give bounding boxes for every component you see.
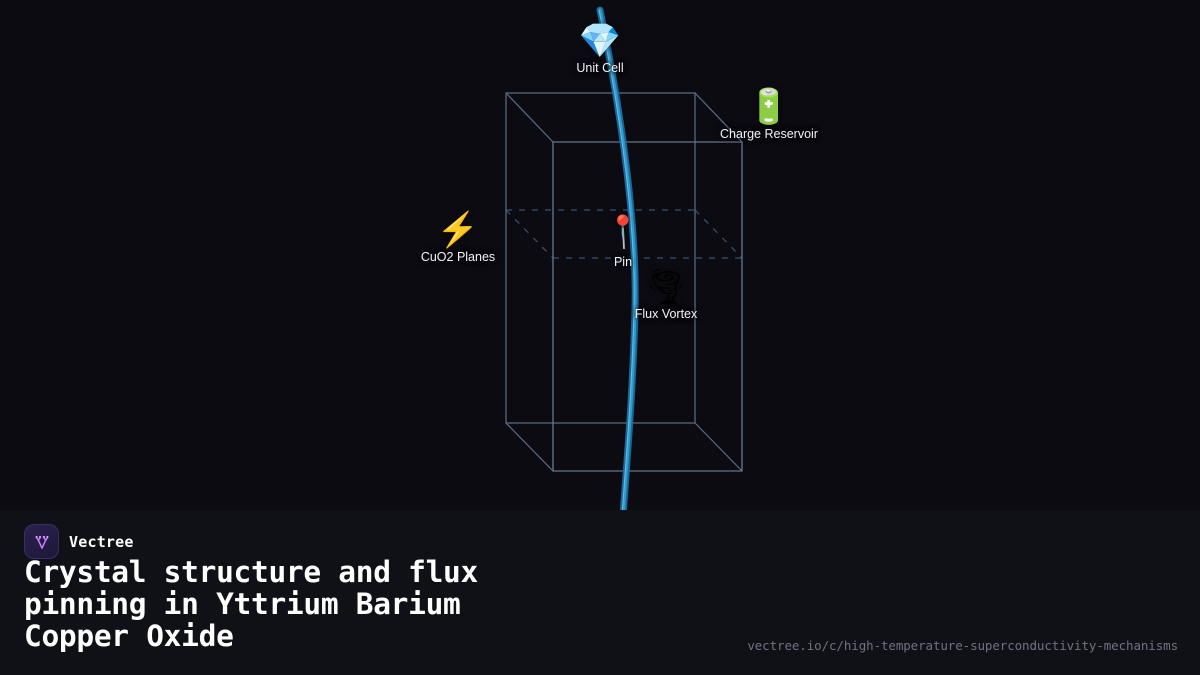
unit-cell-front-face — [552, 141, 743, 472]
brand[interactable]: Vectree — [24, 524, 134, 559]
vectree-tree-logo-icon — [24, 524, 59, 559]
brand-name: Vectree — [69, 532, 134, 551]
flux-vortex-line — [596, 6, 639, 520]
crystal-structure-scene: 💎 Unit Cell 🔋 Charge Reservoir ⚡ CuO2 Pl… — [421, 6, 818, 520]
source-url: vectree.io/c/high-temperature-supercondu… — [747, 638, 1178, 653]
footer: Vectree Crystal structure and flux pinni… — [0, 510, 1200, 675]
page-title: Crystal structure and flux pinning in Yt… — [24, 555, 478, 653]
unit-cell-wireframe — [505, 6, 743, 520]
unit-cell-depth-edges — [505, 92, 743, 472]
cuo2-plane-dashed-lines — [505, 209, 743, 259]
pin-needle — [622, 227, 625, 250]
